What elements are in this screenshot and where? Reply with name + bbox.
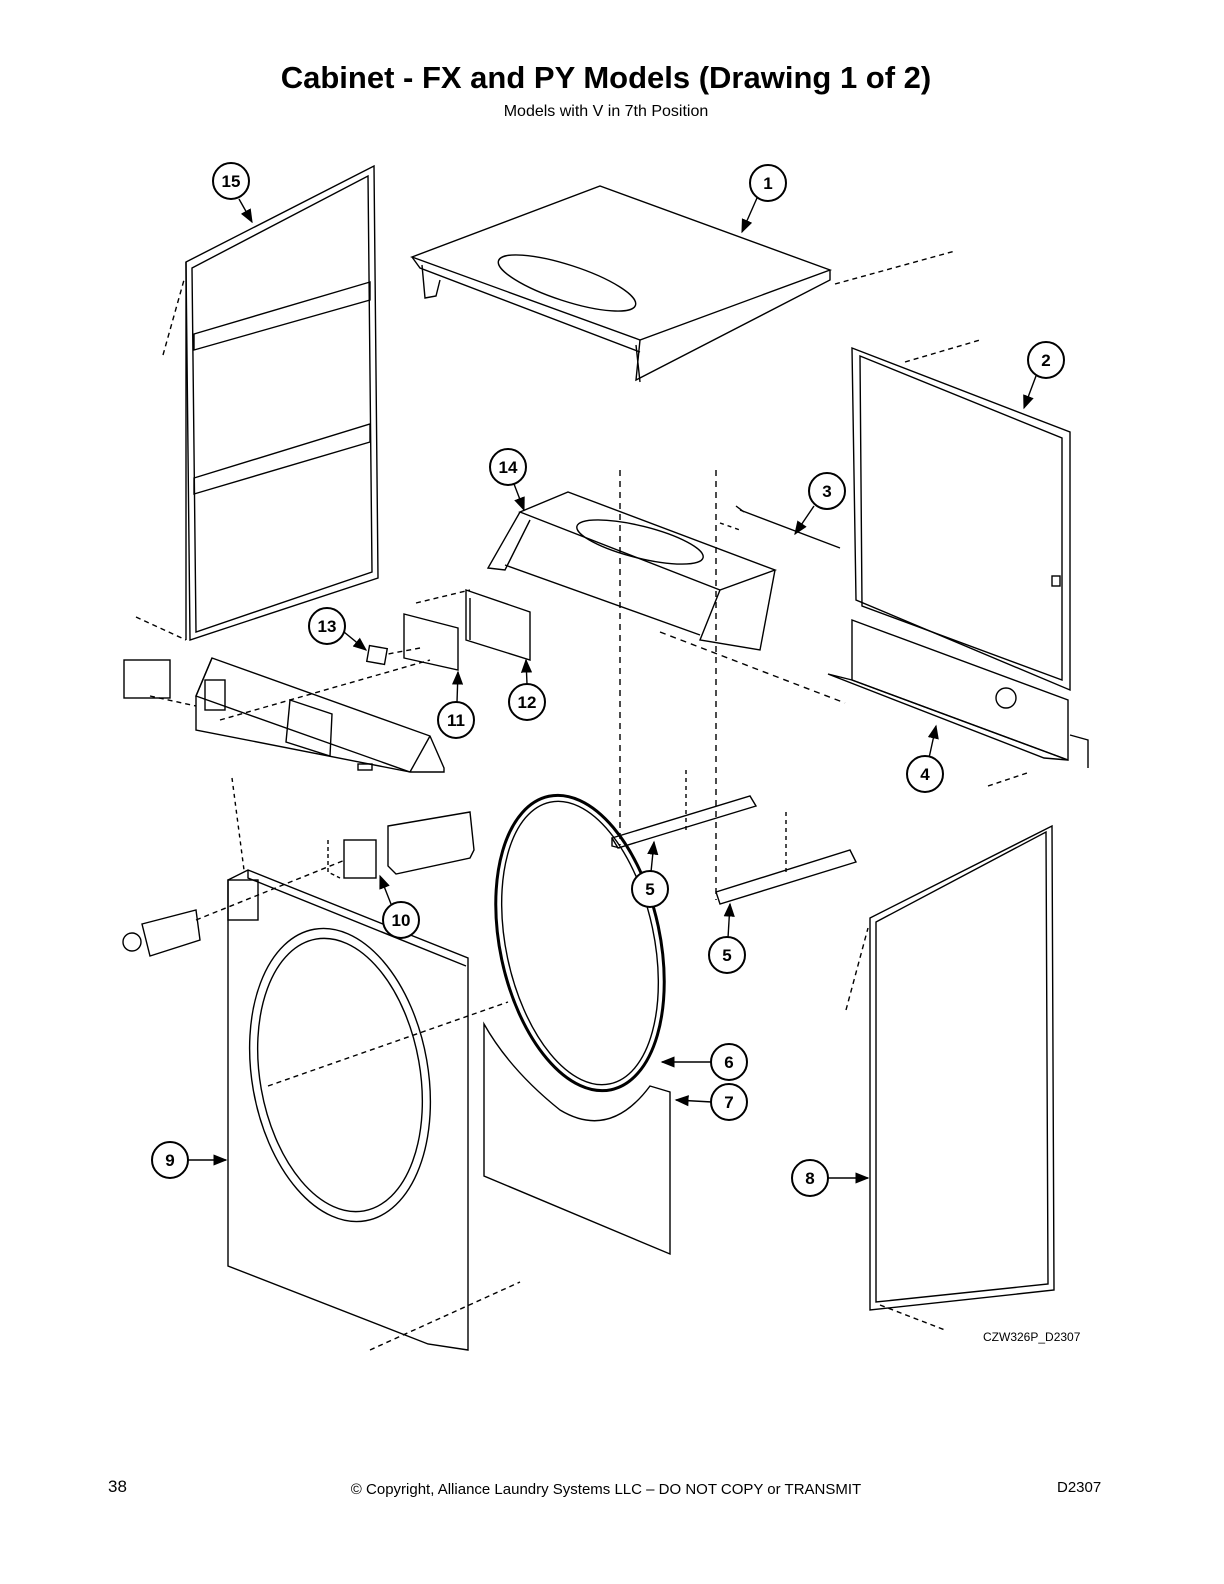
svg-text:6: 6 (724, 1053, 733, 1072)
foot-bracket-b (715, 812, 857, 905)
rear-panel (851, 339, 1071, 692)
svg-text:12: 12 (518, 693, 537, 712)
document-id: D2307 (1057, 1479, 1102, 1496)
page-number: 38 (108, 1477, 127, 1496)
callout-12: 12 (508, 683, 546, 721)
svg-text:9: 9 (165, 1151, 174, 1170)
callout-3: 3 (808, 472, 846, 510)
callout-2: 2 (1027, 341, 1065, 379)
callout-5-lower: 5 (708, 936, 746, 974)
svg-text:8: 8 (805, 1169, 814, 1188)
control-boards (219, 589, 531, 721)
callout-1: 1 (749, 164, 787, 202)
callout-9: 9 (151, 1141, 189, 1179)
right-side-panel (845, 824, 1055, 1331)
callout-11: 11 (437, 701, 475, 739)
rod-part (719, 505, 841, 549)
callout-14: 14 (489, 448, 527, 486)
svg-text:7: 7 (724, 1093, 733, 1112)
callout-4: 4 (906, 755, 944, 793)
svg-text:5: 5 (722, 946, 731, 965)
top-cover (409, 185, 956, 383)
svg-text:11: 11 (447, 711, 465, 730)
callout-10: 10 (382, 901, 420, 939)
door-gasket-ring (494, 793, 666, 1093)
control-console (123, 657, 445, 773)
callout-8: 8 (791, 1159, 829, 1197)
callout-6: 6 (710, 1043, 748, 1081)
svg-text:4: 4 (920, 765, 930, 784)
svg-text:3: 3 (822, 482, 831, 501)
svg-text:5: 5 (645, 880, 654, 899)
foot-bracket-a (610, 770, 758, 849)
copyright-notice: © Copyright, Alliance Laundry Systems LL… (350, 1481, 862, 1498)
callout-13: 13 (308, 607, 346, 645)
front-insulation (483, 1021, 671, 1256)
svg-text:13: 13 (318, 617, 337, 636)
callout-15: 15 (212, 162, 250, 200)
svg-text:14: 14 (499, 458, 518, 477)
drawing-id: CZW326P_D2307 (983, 1330, 1081, 1344)
left-side-panel (135, 164, 379, 641)
switch-housing (122, 777, 475, 957)
svg-text:2: 2 (1041, 351, 1050, 370)
control-hood-bracket (486, 470, 846, 900)
callout-5-upper: 5 (631, 870, 669, 908)
page-title: Cabinet - FX and PY Models (Drawing 1 of… (280, 60, 932, 95)
svg-text:10: 10 (392, 911, 411, 930)
callout-7: 7 (710, 1083, 748, 1121)
svg-text:15: 15 (222, 172, 241, 191)
base-rail (827, 618, 1089, 787)
svg-text:1: 1 (763, 174, 772, 193)
front-panel (227, 869, 521, 1351)
page-subtitle: Models with V in 7th Position (503, 103, 709, 120)
